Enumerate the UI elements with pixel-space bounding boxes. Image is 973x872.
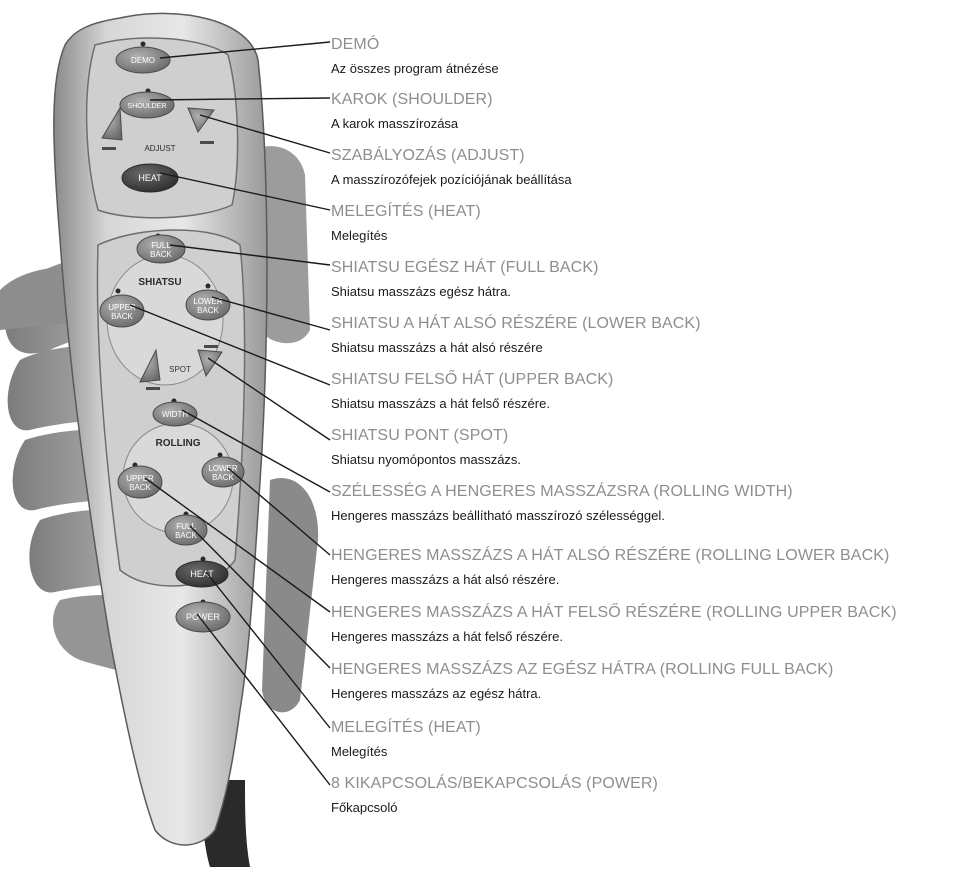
annotation-title: DEMÓ (331, 35, 499, 54)
svg-text:BACK: BACK (212, 473, 234, 482)
annotation-demo: DEMÓ Az összes program átnézése (331, 35, 499, 78)
annotation-desc: Hengeres masszázs a hát alsó részére. (331, 571, 889, 589)
heat-button-top[interactable]: HEAT (122, 164, 178, 192)
annotation-desc: Főkapcsoló (331, 799, 658, 817)
svg-text:BACK: BACK (111, 312, 133, 321)
shiatsu-group-label: SHIATSU (138, 277, 181, 288)
svg-text:HEAT: HEAT (138, 173, 162, 183)
spot-indicator-right (204, 345, 218, 348)
annotation-shiatsu-upper-back: SHIATSU FELSŐ HÁT (UPPER BACK) Shiatsu m… (331, 370, 613, 413)
annotation-desc: Melegítés (331, 227, 481, 245)
shiatsu-full-back-button[interactable]: FULL BACK (137, 235, 185, 263)
annotation-adjust: SZABÁLYOZÁS (ADJUST) A masszírozófejek p… (331, 146, 572, 189)
annotation-title: SHIATSU EGÉSZ HÁT (FULL BACK) (331, 258, 599, 277)
annotation-desc: A masszírozófejek pozíciójának beállítás… (331, 171, 572, 189)
annotation-heat-bottom: MELEGÍTÉS (HEAT) Melegítés (331, 718, 481, 761)
annotation-title: SHIATSU PONT (SPOT) (331, 426, 521, 445)
demo-button[interactable]: DEMO (116, 47, 170, 73)
annotation-desc: Hengeres masszázs az egész hátra. (331, 685, 834, 703)
shiatsu-lower-back-button[interactable]: LOWER BACK (186, 290, 230, 320)
annotation-desc: Shiatsu masszázs a hát felső részére. (331, 395, 613, 413)
annotation-title: 8 KIKAPCSOLÁS/BEKAPCSOLÁS (POWER) (331, 774, 658, 793)
rolling-upper-back-button[interactable]: UPPER BACK (118, 466, 162, 498)
annotation-rolling-upper-back: HENGERES MASSZÁZS A HÁT FELSŐ RÉSZÉRE (R… (331, 603, 897, 646)
annotation-title: KAROK (SHOULDER) (331, 90, 493, 109)
svg-text:BACK: BACK (175, 531, 197, 540)
power-button[interactable]: POWER (176, 602, 230, 632)
annotation-rolling-lower-back: HENGERES MASSZÁZS A HÁT ALSÓ RÉSZÉRE (RO… (331, 546, 889, 589)
annotation-desc: Hengeres masszázs beállítható masszírozó… (331, 507, 793, 525)
annotation-desc: Hengeres masszázs a hát felső részére. (331, 628, 897, 646)
svg-text:BACK: BACK (197, 306, 219, 315)
svg-text:UPPER: UPPER (108, 303, 136, 312)
spot-indicator-left (146, 387, 160, 390)
annotation-shiatsu-spot: SHIATSU PONT (SPOT) Shiatsu nyomópontos … (331, 426, 521, 469)
annotation-title: HENGERES MASSZÁZS AZ EGÉSZ HÁTRA (ROLLIN… (331, 660, 834, 679)
spot-label: SPOT (169, 365, 191, 374)
adjust-indicator-right (200, 141, 214, 144)
annotation-title: HENGERES MASSZÁZS A HÁT FELSŐ RÉSZÉRE (R… (331, 603, 897, 622)
annotation-desc: Shiatsu masszázs a hát alsó részére (331, 339, 701, 357)
annotation-title: SZABÁLYOZÁS (ADJUST) (331, 146, 572, 165)
annotation-power: 8 KIKAPCSOLÁS/BEKAPCSOLÁS (POWER) Főkapc… (331, 774, 658, 817)
annotation-desc: Shiatsu masszázs egész hátra. (331, 283, 599, 301)
annotation-title: SHIATSU A HÁT ALSÓ RÉSZÉRE (LOWER BACK) (331, 314, 701, 333)
adjust-indicator-left (102, 147, 116, 150)
adjust-label: ADJUST (144, 144, 175, 153)
annotation-desc: Melegítés (331, 743, 481, 761)
annotation-rolling-width: SZÉLESSÉG A HENGERES MASSZÁZSRA (ROLLING… (331, 482, 793, 525)
rolling-lower-back-button[interactable]: LOWER BACK (202, 457, 244, 487)
annotation-rolling-full-back: HENGERES MASSZÁZS AZ EGÉSZ HÁTRA (ROLLIN… (331, 660, 834, 703)
shiatsu-upper-back-button[interactable]: UPPER BACK (100, 295, 144, 327)
shoulder-button[interactable]: SHOULDER (120, 92, 174, 118)
svg-text:POWER: POWER (186, 612, 221, 622)
svg-text:BACK: BACK (150, 250, 172, 259)
svg-text:SHOULDER: SHOULDER (128, 103, 167, 110)
annotation-shiatsu-full-back: SHIATSU EGÉSZ HÁT (FULL BACK) Shiatsu ma… (331, 258, 599, 301)
svg-text:DEMO: DEMO (131, 56, 155, 65)
annotation-title: MELEGÍTÉS (HEAT) (331, 202, 481, 221)
annotation-title: SZÉLESSÉG A HENGERES MASSZÁZSRA (ROLLING… (331, 482, 793, 501)
heat-button-bottom[interactable]: HEAT (176, 561, 228, 587)
annotation-desc: Shiatsu nyomópontos masszázs. (331, 451, 521, 469)
svg-text:FULL: FULL (151, 241, 171, 250)
annotation-shoulder: KAROK (SHOULDER) A karok masszírozása (331, 90, 493, 133)
svg-text:BACK: BACK (129, 483, 151, 492)
annotation-heat-top: MELEGÍTÉS (HEAT) Melegítés (331, 202, 481, 245)
rolling-full-back-button[interactable]: FULL BACK (165, 515, 207, 545)
annotation-title: SHIATSU FELSŐ HÁT (UPPER BACK) (331, 370, 613, 389)
svg-text:LOWER: LOWER (208, 464, 238, 473)
annotation-title: MELEGÍTÉS (HEAT) (331, 718, 481, 737)
annotation-desc: A karok masszírozása (331, 115, 493, 133)
annotation-desc: Az összes program átnézése (331, 60, 499, 78)
rolling-group-label: ROLLING (156, 438, 201, 449)
annotation-title: HENGERES MASSZÁZS A HÁT ALSÓ RÉSZÉRE (RO… (331, 546, 889, 565)
annotation-shiatsu-lower-back: SHIATSU A HÁT ALSÓ RÉSZÉRE (LOWER BACK) … (331, 314, 701, 357)
